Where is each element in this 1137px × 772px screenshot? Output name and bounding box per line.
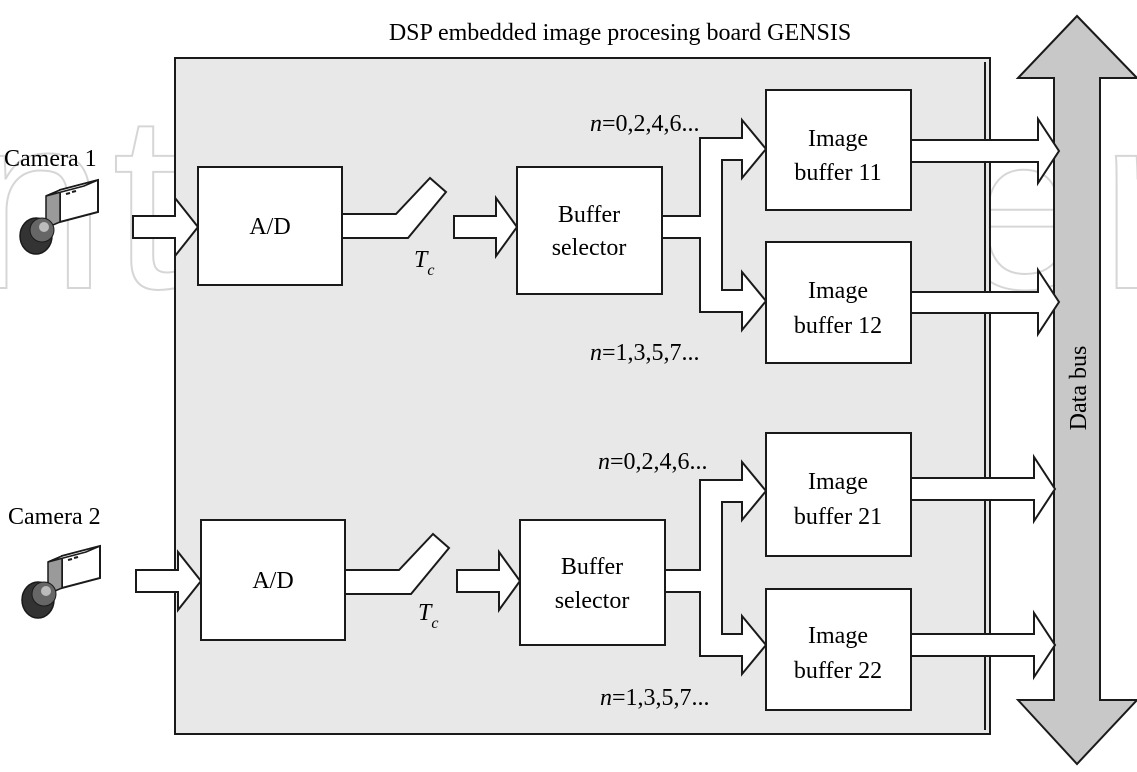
image-buffer-block [765,432,912,557]
camera-label: Camera 1 [4,146,97,172]
bus-output-arrow [910,115,1061,187]
camera-icon [19,178,99,255]
buffer-label-line1: Image [808,278,868,304]
buffer-label-line2: buffer 11 [794,160,881,186]
camera-icon [21,544,101,619]
buffer-selector-block [516,166,663,295]
image-buffer-block [765,241,912,364]
buffer-label-line1: Image [808,469,868,495]
selector-input-arrow [453,194,519,260]
ad-converter-block [200,519,346,641]
ad-label: A/D [252,568,293,594]
image-buffer-block [765,588,912,711]
ad-converter-block [197,166,343,286]
camera-2-chain: Camera 2 A/D Tc Buffer selector n=0,2,4,… [8,432,1057,711]
buffer-label-line1: Image [808,623,868,649]
switch-label: Tc [418,600,438,632]
switch-label: Tc [414,247,434,279]
buffer-selector-block [519,519,666,646]
buffer-label-line2: buffer 12 [794,313,882,339]
camera-1-chain: Camera 1 A/D Tc Buffer selector n=0,2,4,… [4,89,1061,366]
odd-frames-label: n=1,3,5,7... [600,685,710,711]
input-arrow [135,549,203,613]
selector-label-line1: Buffer [561,554,623,580]
selector-input-arrow [456,548,522,614]
data-bus-arrow [1015,14,1137,766]
board-title: DSP embedded image procesing board GENSI… [389,20,851,46]
image-buffer-block [765,89,912,211]
input-arrow [132,195,200,259]
odd-frames-label: n=1,3,5,7... [590,340,700,366]
switch-band [344,532,451,595]
bus-output-arrow [910,609,1057,681]
ad-label: A/D [249,214,290,240]
switch-band [341,176,448,239]
bus-output-arrow [910,453,1057,525]
even-frames-label: n=0,2,4,6... [590,111,700,137]
buffer-label-line1: Image [808,126,868,152]
buffer-label-line2: buffer 21 [794,504,882,530]
fork-arrow [661,117,768,333]
camera-label: Camera 2 [8,504,101,530]
fork-arrow [664,459,768,677]
selector-label-line2: selector [555,588,630,614]
selector-label-line2: selector [552,235,627,261]
data-bus-label: Data bus [1066,346,1092,431]
buffer-label-line2: buffer 22 [794,658,882,684]
even-frames-label: n=0,2,4,6... [598,449,708,475]
selector-label-line1: Buffer [558,202,620,228]
bus-output-arrow [910,266,1061,338]
